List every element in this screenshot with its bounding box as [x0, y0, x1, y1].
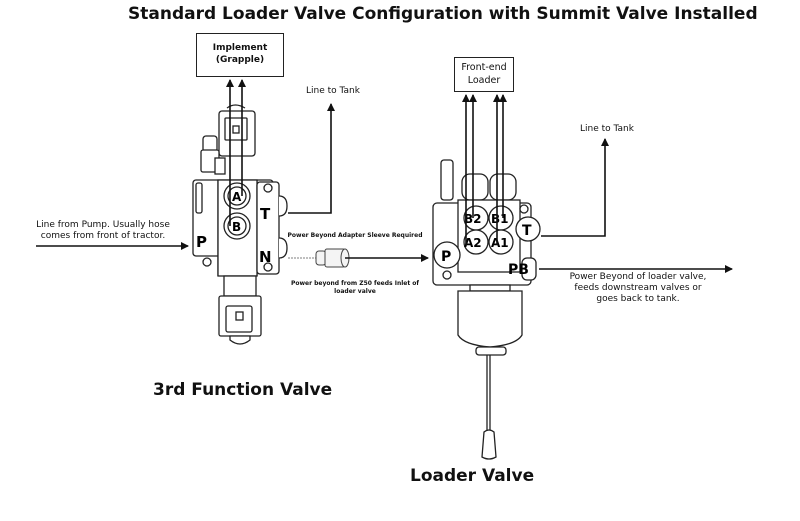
pb-note-line-3: goes back to tank. [596, 294, 680, 304]
port-b2-label: B2 [464, 212, 482, 226]
port-p-label: P [196, 233, 207, 251]
port-pb-label: PB [508, 262, 529, 278]
third-valve-tank-line [288, 103, 335, 214]
port-b-label: B [232, 220, 241, 234]
port-t-loader-label: T [522, 223, 532, 239]
port-t-label: T [260, 205, 271, 223]
pb-note-line-2: feeds downstream valves or [574, 283, 702, 293]
third-valve-line-to-tank-label: Line to Tank [306, 86, 360, 96]
adapter-note-line-2: loader valve [334, 288, 376, 295]
front-end-label: Front-end [461, 62, 507, 73]
loader-tank-line [541, 138, 609, 237]
front-end-loader-box: Front-end Loader [454, 57, 514, 92]
power-beyond-note: Power Beyond of loader valve, feeds down… [558, 272, 718, 305]
diagram-title: Standard Loader Valve Configuration with… [128, 4, 758, 24]
implement-hydraulic-lines [226, 79, 246, 226]
adapter-note: Power beyond from Z50 feeds Inlet of loa… [282, 280, 428, 296]
grapple-label: (Grapple) [215, 55, 265, 65]
third-function-valve-caption: 3rd Function Valve [153, 380, 333, 400]
port-n-label: N [259, 248, 272, 266]
pump-line-text-1: Line from Pump. Usually hose [36, 220, 170, 230]
pump-line-text-2: comes from front of tractor. [40, 231, 166, 241]
pb-note-line-1: Power Beyond of loader valve, [569, 272, 707, 282]
adapter-sleeve-icon [315, 248, 350, 268]
loader-line-to-tank-label: Line to Tank [580, 124, 634, 134]
port-p-loader-label: P [441, 249, 451, 265]
loader-valve-body [432, 159, 541, 460]
loader-hydraulic-lines [462, 94, 507, 245]
pump-line-label: Line from Pump. Usually hose comes from … [18, 220, 188, 242]
adapter-heading: Power Beyond Adapter Sleeve Required [287, 232, 423, 239]
implement-grapple-box: Implement (Grapple) [196, 33, 284, 77]
adapter-note-line-1: Power beyond from Z50 feeds Inlet of [290, 280, 420, 287]
loader-valve-caption: Loader Valve [410, 466, 535, 486]
loader-label: Loader [467, 75, 501, 86]
port-a1-label: A1 [491, 236, 509, 250]
implement-label: Implement [212, 43, 268, 53]
port-b1-label: B1 [491, 212, 509, 226]
port-a2-label: A2 [464, 236, 482, 250]
port-a-label: A [232, 190, 242, 204]
